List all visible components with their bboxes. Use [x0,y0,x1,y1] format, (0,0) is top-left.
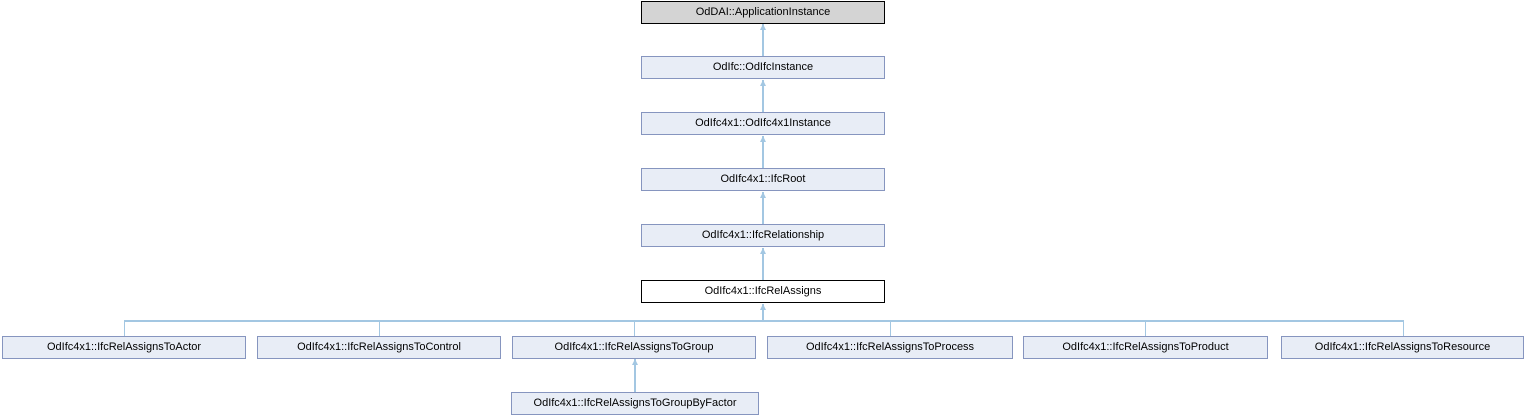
inheritance-edge-line [762,136,764,168]
inheritance-arrowhead-up-icon [759,80,766,86]
inheritance-arrowhead-up-icon [759,136,766,142]
class-node-odifc4x1-ifcrelassignstogroup[interactable]: OdIfc4x1::IfcRelAssignsToGroup [512,336,756,359]
inheritance-edge-line [634,359,636,392]
class-node-odifc4x1-ifcrelassignstoprocess[interactable]: OdIfc4x1::IfcRelAssignsToProcess [767,336,1013,359]
class-node-odifc4x1-ifcrelassignstocontrol[interactable]: OdIfc4x1::IfcRelAssignsToControl [257,336,501,359]
inheritance-edge-line [762,80,764,112]
inheritance-edge-bus-line [124,320,1404,322]
inheritance-edge-stub [889,320,891,336]
inheritance-arrowhead-up-icon [759,248,766,254]
class-node-odifc4x1-ifcrelassignstogroupbyfactor[interactable]: OdIfc4x1::IfcRelAssignsToGroupByFactor [511,392,759,415]
class-node-oddai-applicationinstance: OdDAI::ApplicationInstance [641,1,885,24]
inheritance-edge-stub [1402,320,1404,336]
inheritance-edge-stub [123,320,125,336]
inheritance-edge-stub [1144,320,1146,336]
inheritance-arrowhead-up-icon [759,304,766,310]
inheritance-edge-line [762,24,764,56]
inheritance-arrowhead-up-icon [631,359,638,365]
inheritance-arrowhead-up-icon [759,24,766,30]
class-node-odifc4x1-ifcrelassigns-current: OdIfc4x1::IfcRelAssigns [641,280,885,303]
class-node-odifc4x1-ifcrelationship[interactable]: OdIfc4x1::IfcRelationship [641,224,885,247]
inheritance-edge-line [762,304,764,321]
inheritance-edge-line [762,192,764,224]
class-node-odifc4x1-ifcrelassignstoactor[interactable]: OdIfc4x1::IfcRelAssignsToActor [2,336,246,359]
class-node-odifc4x1-ifcrelassignstoproduct[interactable]: OdIfc4x1::IfcRelAssignsToProduct [1023,336,1268,359]
inheritance-arrowhead-up-icon [759,192,766,198]
class-node-odifc-odifcinstance[interactable]: OdIfc::OdIfcInstance [641,56,885,79]
inheritance-edge-stub [378,320,380,336]
inheritance-edge-line [762,248,764,280]
class-node-odifc4x1-ifcrelassignstoresource[interactable]: OdIfc4x1::IfcRelAssignsToResource [1281,336,1524,359]
class-node-odifc4x1-ifcroot[interactable]: OdIfc4x1::IfcRoot [641,168,885,191]
inheritance-edge-stub [633,320,635,336]
class-node-odifc4x1-odifc4x1instance[interactable]: OdIfc4x1::OdIfc4x1Instance [641,112,885,135]
